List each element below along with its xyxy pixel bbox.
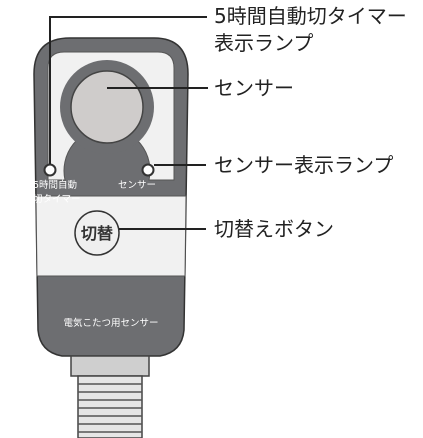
switch-button-label: 切替 [81, 224, 113, 243]
callout-timer-lamp-line2: 表示ランプ [214, 31, 313, 55]
callout-sensor-lamp: センサー表示ランプ [214, 153, 393, 177]
callout-sensor: センサー [214, 76, 294, 100]
sensor [70, 70, 144, 144]
power-cord [70, 355, 150, 438]
product-name: 電気こたつ用センサー [63, 317, 158, 329]
timer-lamp-label-line2: 切タイマー [33, 194, 81, 205]
sensor-lamp [141, 163, 155, 177]
leader-timer-lamp [49, 16, 207, 164]
callout-switch-button: 切替えボタン [214, 217, 334, 241]
sensor-lamp-label: センサー [118, 180, 156, 191]
timer-lamp-label-line1: 5時間自動 [33, 179, 77, 191]
callout-timer-lamp-line1: 5時間自動切タイマー [214, 4, 407, 28]
timer-lamp [43, 163, 57, 177]
switch-button[interactable] [74, 210, 120, 256]
